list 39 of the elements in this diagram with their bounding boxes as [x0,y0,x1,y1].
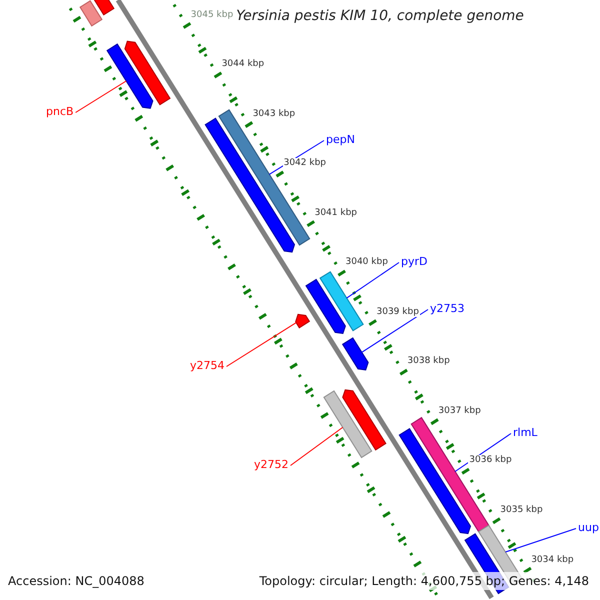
title: Yersinia pestis KIM 10, complete genome [236,8,524,24]
gene-bar [106,43,154,109]
gene-bar [218,109,310,246]
leader-line [75,80,127,113]
scale-label: 3038 kbp [406,356,451,366]
scale-label: 3045 kbp [190,10,234,20]
leader-line [361,309,428,353]
gene-bar [342,389,386,451]
gene-bar [295,314,310,328]
gene-bar [124,40,171,106]
gene-label: pyrD [401,255,428,268]
gene-label: y2753 [430,302,465,315]
gene-bar [319,271,364,332]
gene-bar [305,278,346,334]
gene-label: pncB [46,105,74,118]
scale-label: 3039 kbp [376,306,420,317]
scale-label: 3044 kbp [220,59,266,70]
scale-label: 3034 kbp [530,554,575,564]
scale-label: 3042 kbp [282,158,327,168]
scale-label: 3040 kbp [344,257,389,268]
scale-label: 3043 kbp [252,108,296,119]
gene-label: y2754 [190,359,225,372]
gene-bar [398,428,472,534]
gene-label: y2752 [254,458,289,471]
gene-label: rlmL [513,426,538,439]
leader-line [226,322,297,367]
scale-label: 3041 kbp [314,208,358,218]
gene-bar [342,337,369,370]
scale-label: 3037 kbp [437,406,482,416]
scale-label: 3036 kbp [468,455,513,466]
scale-label: 3035 kbp [499,504,544,515]
gene-bar [79,0,103,27]
leader-line [505,528,576,552]
gene-label: uup [578,521,599,534]
gene-bar [323,390,372,458]
accession-text: Accession: NC_004088 [8,574,144,588]
leader-line [346,262,400,299]
leader-line [290,426,344,466]
gene-label: pepN [326,133,355,146]
